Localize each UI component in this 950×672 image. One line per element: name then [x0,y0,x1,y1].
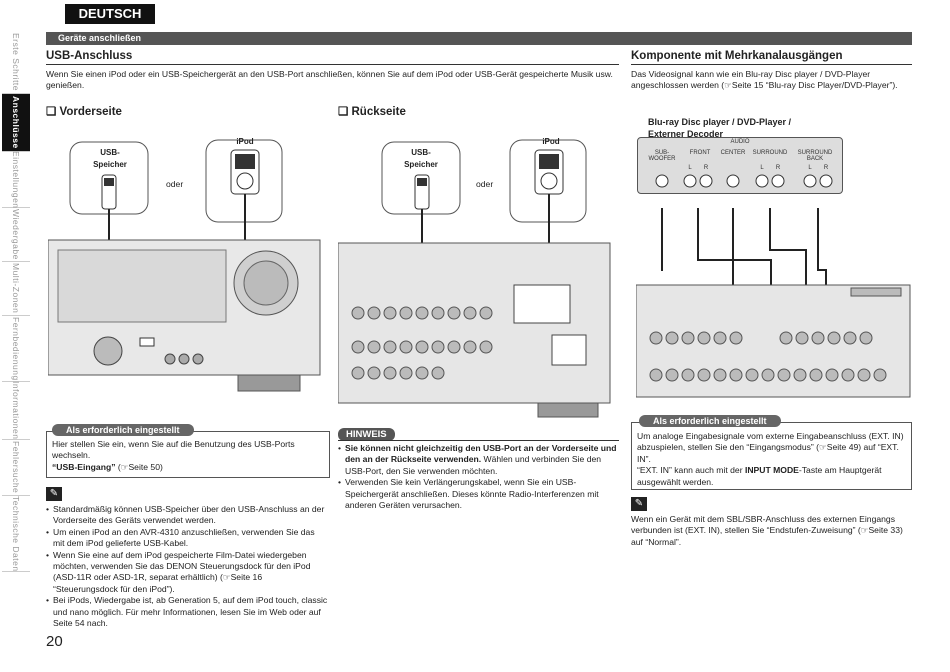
multi-title: Komponente mit Mehrkanalausgängen [631,50,843,62]
rear-usb-label-2: Speicher [404,160,438,169]
sidebar: Erste Schritte Anschlüsse Einstellungen … [2,32,30,572]
rear-ipod-label: iPod [542,137,560,146]
sidebar-item-label: Erste Schritte [11,33,21,92]
list-item: Wenn Sie eine auf dem iPod gespeicherte … [46,550,328,596]
hinweis-text: Verwenden Sie kein Verlängerungskabel, w… [345,477,599,511]
usb-intro: Wenn Sie einen iPod oder ein USB-Speiche… [46,69,613,91]
channel-label: SURROUND [752,150,788,156]
sidebar-item-label: Einstellungen [11,150,21,209]
hinweis-rule [338,440,619,441]
sidebar-item-wiedergabe[interactable]: Wiedergabe [2,208,30,262]
device-label-2: Externer Decoder [648,129,724,139]
sidebar-item-informationen[interactable]: Informationen [2,381,30,440]
device-label: Blu-ray Disc player / DVD-Player / Exter… [648,116,791,140]
front-title: ❏ Vorderseite [46,106,122,118]
sidebar-item-label: Fehlersuche [11,441,21,494]
lr-label: L [808,165,812,171]
multi-title-rule [631,64,912,65]
channel-label: CENTER [720,150,746,156]
front-panel-diagram [48,139,321,392]
usb-notes: Standardmäßig können USB-Speicher über d… [46,504,328,629]
hinweis-list: Sie können nicht gleichzeitig den USB-Po… [338,443,618,511]
front-usb-label-1: USB- [100,148,120,157]
hinweis-text: Wählen und verbinden Sie den USB-Port, d… [345,454,602,476]
usb-setting-text: Hier stellen Sie ein, wenn Sie auf die B… [52,439,324,473]
device-label-1: Blu-ray Disc player / DVD-Player / [648,117,792,127]
hinweis-pill: HINWEIS [338,428,395,441]
lr-label: L [760,165,764,171]
usb-setting-pill: Als erforderlich eingestellt [52,424,194,436]
sidebar-item-label: Anschlüsse [11,96,21,149]
usb-setting-ref[interactable]: (☞Seite 50) [115,461,163,472]
audio-label: AUDIO [730,139,750,145]
lr-label: L [688,165,692,171]
section-bar: Geräte anschließen [46,32,912,45]
rear-or: oder [476,179,494,189]
lr-label: R [703,165,709,171]
channel-label: SUB-WOOFER [648,150,676,162]
usb-title: USB-Anschluss [46,50,133,62]
usb-title-rule [46,64,619,65]
channel-label: FRONT [689,150,711,156]
usb-setting-desc: Hier stellen Sie ein, wenn Sie auf die B… [52,439,295,461]
front-ipod-label: iPod [236,137,254,146]
list-item: Standardmäßig können USB-Speicher über d… [46,504,328,527]
sidebar-item-label: Informationen [11,381,21,440]
sidebar-item-technische-daten[interactable]: Technische Daten [2,496,30,572]
sidebar-item-multi-zonen[interactable]: Multi-Zonen [2,262,30,316]
pencil-icon: ✎ [631,497,647,511]
multi-setting-text: Um analoge Eingabesignale vom externe Ei… [637,431,907,488]
rear-usb-label-1: USB- [411,148,431,157]
sidebar-item-fernbedienung[interactable]: Fernbedienung [2,316,30,382]
multi-intro: Das Videosignal kann wie ein Blu-ray Dis… [631,69,898,91]
list-item: Verwenden Sie kein Verlängerungskabel, w… [338,477,618,511]
sidebar-item-label: Multi-Zonen [11,263,21,314]
front-or: oder [166,179,184,189]
rear-panel-diagram [338,139,611,418]
rear-title: ❏ Rückseite [338,106,406,118]
usb-setting-ref-bold: “USB-Eingang” [52,461,116,472]
list-item: Bei iPods, Wiedergabe ist, ab Generation… [46,595,328,629]
lr-label: R [823,165,829,171]
pencil-icon: ✎ [46,487,62,501]
multi-setting-line1: Um analoge Eingabesignale vom externe Ei… [637,431,904,464]
sidebar-item-label: Technische Daten [11,495,21,572]
list-item: Sie können nicht gleichzeitig den USB-Po… [338,443,618,477]
list-item: Um einen iPod an den AVR-4310 anzuschlie… [46,527,328,550]
lr-label: R [775,165,781,171]
sidebar-item-label: Fernbedienung [11,316,21,381]
sidebar-item-anschluesse[interactable]: Anschlüsse [2,94,30,152]
language-tab: DEUTSCH [65,4,155,24]
page-number: 20 [46,633,63,650]
sidebar-item-fehlersuche[interactable]: Fehlersuche [2,440,30,496]
hinweis-bold: Sie können nicht gleichzeitig den USB-Po… [345,443,617,465]
sidebar-item-einstellungen[interactable]: Einstellungen [2,150,30,209]
sidebar-item-erste-schritte[interactable]: Erste Schritte [2,32,30,94]
front-usb-label-2: Speicher [93,160,127,169]
multi-setting-pill: Als erforderlich eingestellt [639,415,781,427]
multi-setting-line2: “EXT. IN” kann auch mit der INPUT MODE-T… [637,465,882,487]
sidebar-item-label: Wiedergabe [11,209,21,260]
multi-note: Wenn ein Gerät mit dem SBL/SBR-Anschluss… [631,514,903,547]
multichannel-diagram [636,174,911,398]
